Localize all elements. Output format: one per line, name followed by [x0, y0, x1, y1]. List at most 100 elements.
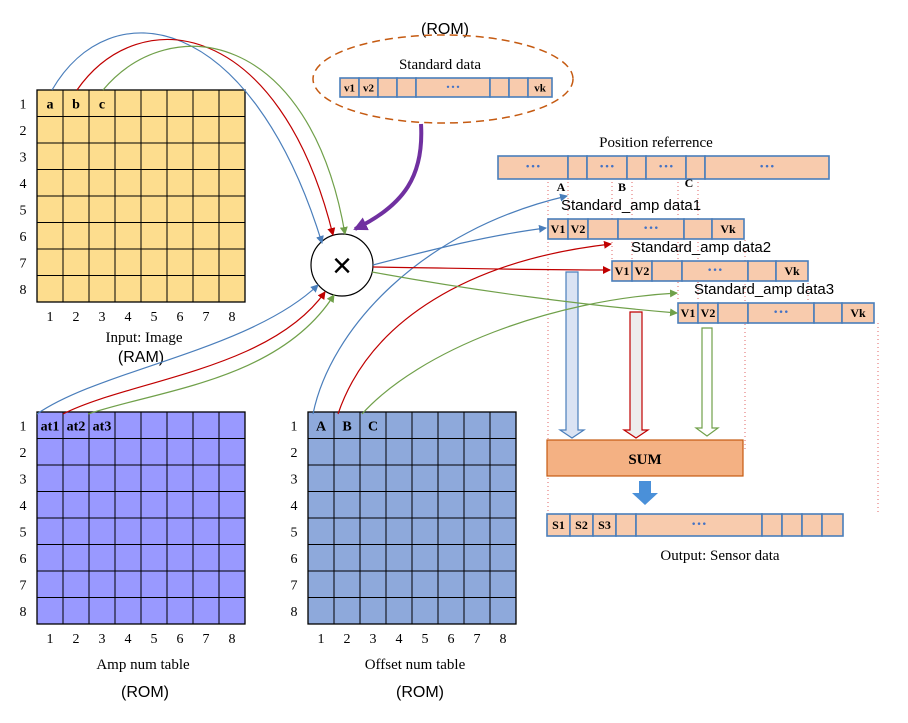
- grid-cell-label: at3: [93, 419, 112, 434]
- mult-to-amp2: [372, 265, 611, 274]
- data-cell: [396, 77, 417, 98]
- data-cell: [651, 260, 683, 282]
- grid-cell-label: at1: [41, 419, 60, 434]
- data-cell: [508, 77, 529, 98]
- data-cell-label: V2: [701, 306, 716, 320]
- row-label: 6: [291, 552, 298, 567]
- row-label: 8: [20, 605, 27, 620]
- col-label: 5: [422, 632, 429, 647]
- data-cell: [377, 77, 398, 98]
- grid-cell-label: c: [99, 97, 105, 112]
- data-cell: [527, 77, 553, 98]
- col-label: 2: [344, 632, 351, 647]
- grid-cell-label: b: [72, 97, 80, 112]
- amp-data1-title: Standard_amp data1: [561, 197, 701, 214]
- down-arrow-green: [694, 327, 720, 437]
- row-label: 1: [20, 97, 27, 112]
- data-cell: [587, 218, 619, 240]
- row-label: 2: [291, 446, 298, 461]
- col-label: 2: [73, 632, 80, 647]
- row-label: 5: [20, 525, 27, 540]
- data-cell-label: V2: [635, 264, 650, 278]
- row-label: 8: [20, 283, 27, 298]
- data-cell-label: S3: [598, 518, 611, 532]
- col-label: 7: [203, 632, 210, 647]
- arc-offset-A: [312, 193, 568, 415]
- grid-cell-label: at2: [67, 419, 86, 434]
- data-cell-label: ···: [658, 159, 674, 176]
- col-label: 4: [125, 310, 132, 325]
- data-cell: [821, 513, 844, 537]
- data-cell: [683, 218, 713, 240]
- amp-data3-title: Standard_amp data3: [694, 281, 834, 298]
- col-label: 1: [318, 632, 325, 647]
- data-cell-label: V1: [681, 306, 696, 320]
- mult-to-amp1: [372, 224, 547, 266]
- data-cell-label: ···: [599, 159, 615, 176]
- data-cell-label: ···: [525, 159, 541, 176]
- alignment-guides: [547, 182, 879, 513]
- data-cell-label: v2: [363, 83, 375, 95]
- grid-cell-label: a: [47, 97, 54, 112]
- col-label: 4: [125, 632, 132, 647]
- data-cell-label: Vk: [720, 222, 736, 236]
- position-reference-title: Position referrence: [599, 135, 713, 151]
- arc-offset-C: [361, 289, 678, 415]
- data-cell: [761, 513, 783, 537]
- standard-data-title: Standard data: [399, 57, 481, 73]
- col-label: 6: [177, 632, 184, 647]
- data-cell: [489, 77, 510, 98]
- col-label: 6: [177, 310, 184, 325]
- data-cell: [781, 513, 803, 537]
- offset-table-caption: Offset num table: [365, 657, 466, 673]
- sum-to-output-arrow: [632, 481, 658, 505]
- amp-table-caption: Amp num table: [96, 657, 190, 673]
- row-label: 7: [291, 578, 298, 593]
- arc-image-c: [102, 45, 348, 235]
- col-label: 5: [151, 632, 158, 647]
- data-cell: [717, 302, 749, 324]
- grid-cell-label: A: [316, 419, 327, 434]
- row-label: 5: [291, 525, 298, 540]
- row-label: 2: [20, 124, 27, 139]
- data-cell-label: ···: [773, 304, 789, 321]
- col-label: 1: [47, 632, 54, 647]
- data-cell: [615, 513, 637, 537]
- standard-data-arrow: [353, 123, 424, 231]
- arc-amp-at2: [62, 291, 326, 415]
- data-cell-label: ···: [691, 516, 707, 533]
- multiply-symbol: ×: [332, 247, 352, 285]
- data-cell: [704, 155, 830, 180]
- down-arrow-blue: [558, 271, 586, 439]
- data-cell: [626, 155, 647, 180]
- data-cell: [841, 302, 875, 324]
- arc-image-a: [51, 32, 324, 244]
- standard-data-rom-outline: [312, 34, 574, 124]
- data-cell: [775, 260, 809, 282]
- offset-table-memory-label: (ROM): [396, 684, 444, 701]
- data-cell: [813, 302, 843, 324]
- row-label: 1: [20, 419, 27, 434]
- data-cell: [711, 218, 745, 240]
- data-cell: [801, 513, 823, 537]
- col-label: 7: [474, 632, 481, 647]
- down-arrow-red: [622, 311, 650, 439]
- mult-to-amp3: [371, 271, 678, 317]
- output-caption: Output: Sensor data: [660, 548, 779, 564]
- row-label: 8: [291, 605, 298, 620]
- position-reference-row: ············: [497, 155, 830, 180]
- position-marker-a: A: [557, 180, 566, 194]
- col-label: 3: [370, 632, 377, 647]
- data-cell: [567, 155, 588, 180]
- data-cell-label: S1: [552, 518, 565, 532]
- arc-amp-at3: [87, 294, 335, 415]
- row-label: 5: [20, 203, 27, 218]
- arc-amp-at1: [36, 284, 319, 415]
